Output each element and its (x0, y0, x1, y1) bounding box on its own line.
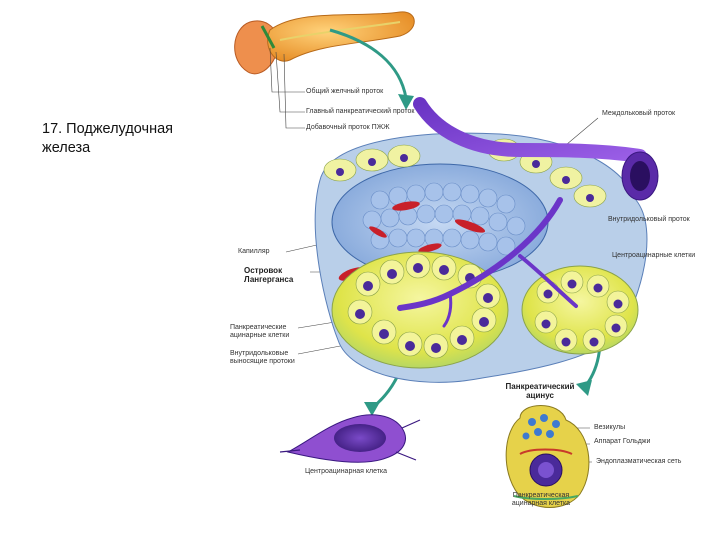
label-common-bile-duct: Общий желчный проток (306, 88, 384, 95)
label-acinus-title: Панкреатический ацинус (505, 382, 575, 400)
label-acinar-cell: Панкреатическая ацинарная клетка (511, 492, 571, 507)
label-capillary: Капилляр (238, 248, 270, 255)
pancreas-organ-illustration (234, 11, 415, 75)
tissue-block (314, 97, 659, 383)
label-intercalated-ducts: Внутридольковые выносящие протоки (230, 350, 295, 365)
label-intralobular-duct: Внутридольковый проток (608, 216, 690, 223)
label-accessory-duct: Добавочный проток ПЖЖ (306, 124, 390, 131)
label-pancreatic-cells: Панкреатические ацинарные клетки (230, 324, 290, 339)
label-golgi: Аппарат Гольджи (594, 438, 651, 445)
label-islet: Островок Лангерганса (244, 266, 294, 284)
centroacinar-cell-illustration (279, 414, 421, 463)
nuclei (336, 148, 623, 353)
label-vesicles: Везикулы (594, 424, 626, 431)
slide-title: 17. Поджелудочная железа (42, 121, 174, 156)
label-centroacinar-cells-top: Центроацинарные клетки (612, 252, 696, 259)
label-centroacinar-cell: Центроацинарная клетка (304, 468, 388, 475)
acinus-detail-illustration (505, 405, 590, 508)
label-main-pancreatic-duct: Главный панкреатический проток (306, 108, 415, 115)
label-interlobular-duct: Междольковый проток (602, 110, 676, 117)
label-er: Эндоплазматическая сеть (596, 458, 682, 465)
